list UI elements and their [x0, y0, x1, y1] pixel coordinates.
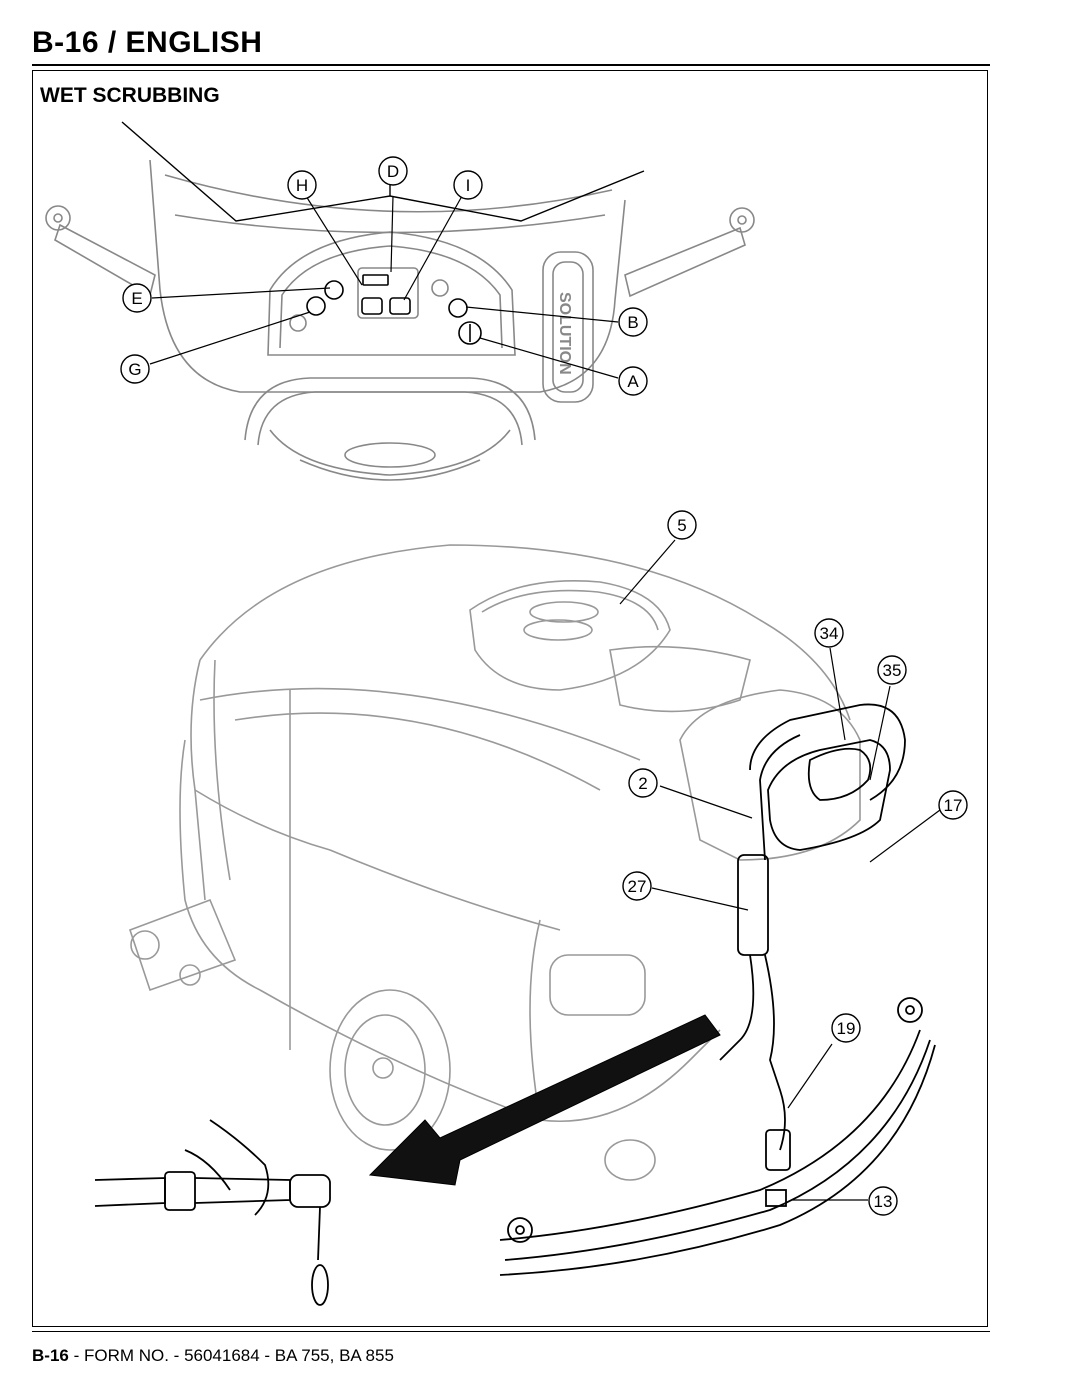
- callout-label-34: 34: [820, 624, 839, 643]
- callout-markers: [120, 156, 968, 1216]
- callout-label-e: E: [131, 289, 142, 308]
- callout-35: [877, 655, 907, 685]
- panel-switches: [289, 274, 482, 345]
- callout-label-b: B: [627, 313, 638, 332]
- callout-g: [120, 354, 150, 384]
- callout-label-a: A: [627, 372, 639, 391]
- solution-label: SOLUTION: [556, 292, 573, 375]
- callout-d: [378, 156, 408, 186]
- footer-rule: [32, 1331, 990, 1332]
- callout-a: [618, 366, 648, 396]
- footer-form-number: - FORM NO. - 56041684 - BA 755, BA 855: [68, 1346, 394, 1365]
- callout-label-2: 2: [638, 774, 647, 793]
- detail-arrow: [368, 1014, 721, 1186]
- section-title: WET SCRUBBING: [40, 84, 220, 107]
- machine-drawing: [128, 544, 861, 1181]
- callout-i: [453, 170, 483, 200]
- callout-19: [831, 1013, 861, 1043]
- page-title: B-16 / ENGLISH: [32, 26, 263, 59]
- callout-h: [287, 170, 317, 200]
- callout-5: [667, 510, 697, 540]
- callout-label-5: 5: [677, 516, 686, 535]
- callout-17: [938, 790, 968, 820]
- page-footer: B-16 - FORM NO. - 56041684 - BA 755, BA …: [32, 1346, 394, 1366]
- callout-label-g: G: [128, 360, 141, 379]
- callout-label-d: D: [387, 162, 399, 181]
- callout-2: [628, 768, 658, 798]
- figure-frame: [32, 70, 988, 1327]
- callout-label-19: 19: [837, 1019, 856, 1038]
- callout-label-27: 27: [628, 877, 647, 896]
- title-rule: [32, 64, 990, 66]
- handle-and-hose: [94, 703, 936, 1306]
- callout-e: [122, 283, 152, 313]
- callout-34: [814, 618, 844, 648]
- callout-13: [868, 1186, 898, 1216]
- control-panel-drawing: [45, 159, 755, 481]
- leader-lines-top: [149, 195, 619, 379]
- callout-b: [618, 307, 648, 337]
- callout-27: [622, 871, 652, 901]
- callout-label-i: I: [466, 176, 471, 195]
- callout-label-13: 13: [874, 1192, 893, 1211]
- leader-lines-bottom: [619, 539, 941, 1201]
- footer-page-number: B-16: [32, 1346, 69, 1365]
- callout-label-h: H: [296, 176, 308, 195]
- callout-labels: H D I E B G A 5 34 35 2 17 27 19 13: [128, 162, 962, 1211]
- callout-label-17: 17: [944, 796, 963, 815]
- callout-label-35: 35: [883, 661, 902, 680]
